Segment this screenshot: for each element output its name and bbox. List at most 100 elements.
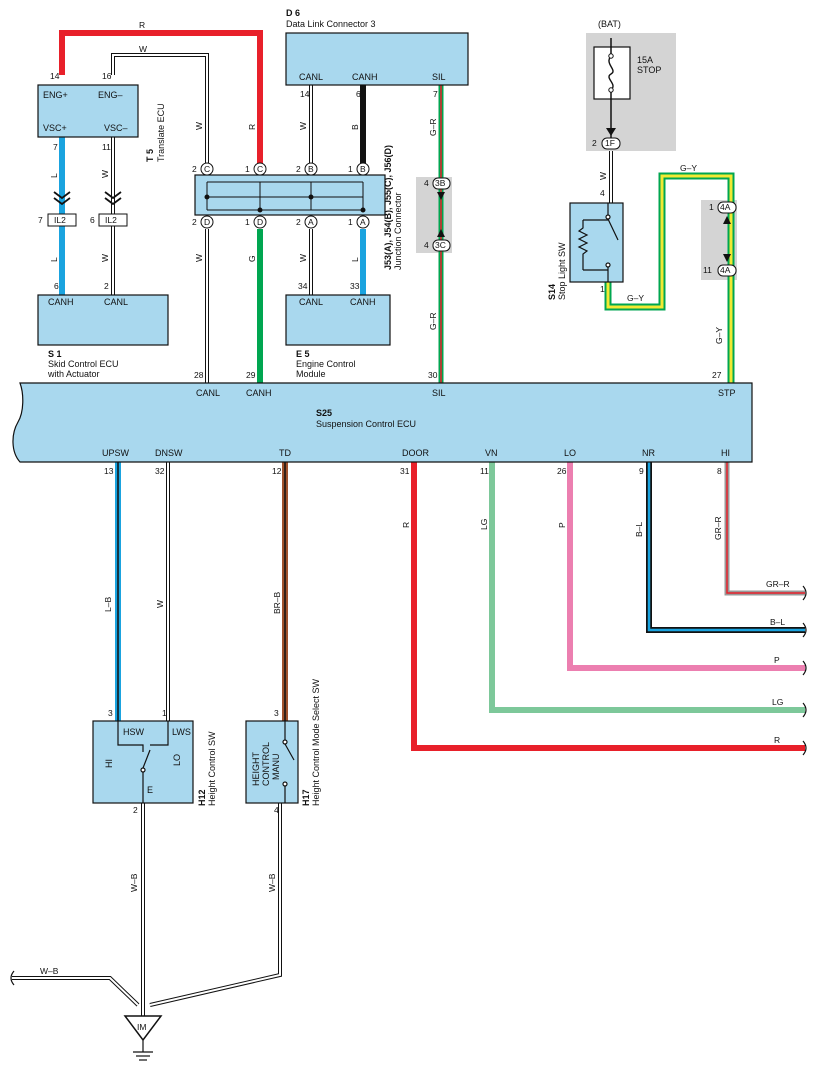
- h17-line2: CONTROL: [261, 742, 271, 786]
- svg-text:1: 1: [348, 217, 353, 227]
- connector-3b: 3B 4: [424, 177, 451, 200]
- dlc3-box: [285, 32, 469, 86]
- svg-text:W: W: [298, 122, 308, 130]
- svg-text:2: 2: [192, 217, 197, 227]
- dlc3-pin-canl: CANL: [299, 72, 323, 82]
- fuse-name: STOP: [637, 65, 661, 75]
- connector-4a-1: 4A 1: [709, 201, 737, 224]
- fuse-rating: 15A: [637, 55, 653, 65]
- h12-lo: LO: [172, 754, 182, 766]
- svg-text:G: G: [247, 255, 257, 262]
- switch-icon-h17: [282, 721, 295, 803]
- svg-text:A: A: [360, 217, 366, 227]
- svg-text:C: C: [257, 164, 263, 174]
- h12-id: H12: [197, 789, 207, 806]
- connector-4a-2: 4A 11: [703, 254, 737, 277]
- fuse-icon: [608, 55, 614, 91]
- bat-label: (BAT): [598, 19, 621, 29]
- svg-text:1F: 1F: [605, 138, 615, 148]
- e5-id: E 5: [296, 349, 310, 359]
- switch-icon-s14: [577, 203, 619, 282]
- svg-text:3C: 3C: [435, 240, 446, 250]
- svg-text:W: W: [194, 254, 204, 262]
- svg-text:GR–R: GR–R: [766, 579, 790, 589]
- wire-end-marks: [10, 585, 807, 986]
- wire-wb-left: [12, 976, 140, 1007]
- wire-pink-lo: [567, 462, 805, 671]
- junction-id: J53(A), J54(B), J55(C), J56(D): [383, 145, 393, 270]
- s1-id: S 1: [48, 349, 62, 359]
- svg-text:W: W: [598, 172, 608, 180]
- h12-hi: HI: [104, 759, 114, 768]
- h12-hsw: HSW: [123, 727, 145, 737]
- svg-text:L: L: [49, 257, 59, 262]
- svg-text:1: 1: [245, 217, 250, 227]
- t5-num-14: 14: [50, 71, 60, 81]
- svg-text:R: R: [247, 124, 257, 130]
- s1-name1: Skid Control ECU: [48, 359, 119, 369]
- t5-pin-vsc-plus: VSC+: [43, 123, 67, 133]
- h17-id: H17: [301, 789, 311, 806]
- svg-text:B: B: [350, 124, 360, 130]
- svg-text:W: W: [100, 170, 110, 178]
- svg-text:W–B: W–B: [129, 873, 139, 892]
- svg-text:B: B: [308, 164, 314, 174]
- skid-control-ecu-box: [37, 294, 169, 346]
- svg-text:1: 1: [348, 164, 353, 174]
- svg-text:P: P: [774, 655, 780, 665]
- connector-il2-b: IL2 6: [90, 191, 128, 227]
- dlc3-pin-sil: SIL: [432, 72, 446, 82]
- svg-text:B–L: B–L: [770, 617, 785, 627]
- svg-text:B–L: B–L: [634, 522, 644, 537]
- s25-pin-upsw: UPSW: [102, 448, 130, 458]
- svg-text:L: L: [49, 173, 59, 178]
- h17-line1: HEIGHT: [251, 751, 261, 786]
- svg-text:G–Y: G–Y: [714, 327, 724, 344]
- s25-pin-dnsw: DNSW: [155, 448, 183, 458]
- svg-text:G–Y: G–Y: [627, 293, 644, 303]
- s25-pin-canl: CANL: [196, 388, 220, 398]
- s25-pin-canh: CANH: [246, 388, 272, 398]
- svg-text:27: 27: [712, 370, 722, 380]
- ground-label: IM: [137, 1022, 146, 1032]
- svg-text:3B: 3B: [435, 178, 446, 188]
- svg-text:4A: 4A: [720, 265, 731, 275]
- connector-il2-a: IL2 7: [38, 191, 77, 227]
- dlc3-name: Data Link Connector 3: [286, 19, 376, 29]
- dlc3-num-14: 14: [300, 89, 310, 99]
- s25-pin-td: TD: [279, 448, 291, 458]
- svg-text:D: D: [257, 217, 263, 227]
- junction-name: Junction Connector: [393, 192, 403, 270]
- svg-text:LG: LG: [479, 519, 489, 530]
- translate-ecu-box: [37, 84, 139, 138]
- svg-text:W: W: [194, 122, 204, 130]
- s25-pin-vn: VN: [485, 448, 498, 458]
- wire-lg-vn: [489, 462, 805, 713]
- t5-pin-eng-plus: ENG+: [43, 90, 68, 100]
- svg-text:W–B: W–B: [40, 966, 59, 976]
- dlc3-num-7: 7: [433, 89, 438, 99]
- t5-name: Translate ECU: [156, 103, 166, 162]
- wire-red-eng: [59, 30, 263, 165]
- svg-text:32: 32: [155, 466, 165, 476]
- t5-pin-vsc-minus: VSC–: [104, 123, 128, 133]
- ground-icon: [123, 1015, 163, 1061]
- wire-white-eng: [111, 53, 209, 165]
- t5-num-7: 7: [53, 142, 58, 152]
- s25-id: S25: [316, 408, 332, 418]
- svg-text:C: C: [204, 164, 210, 174]
- s1-name2: with Actuator: [47, 369, 100, 379]
- svg-text:A: A: [308, 217, 314, 227]
- s14-num-1: 1: [600, 284, 605, 294]
- wire-bl-nr: [646, 462, 805, 633]
- engine-control-module-box: [285, 294, 391, 346]
- s14-id: S14: [547, 284, 557, 300]
- svg-text:2: 2: [296, 217, 301, 227]
- svg-text:3: 3: [274, 708, 279, 718]
- t5-pin-eng-minus: ENG–: [98, 90, 123, 100]
- svg-text:W: W: [100, 254, 110, 262]
- junction-bottom-pins: D 2 D 1 A 2 A 1: [192, 215, 370, 229]
- svg-text:R: R: [401, 522, 411, 528]
- svg-text:2: 2: [296, 164, 301, 174]
